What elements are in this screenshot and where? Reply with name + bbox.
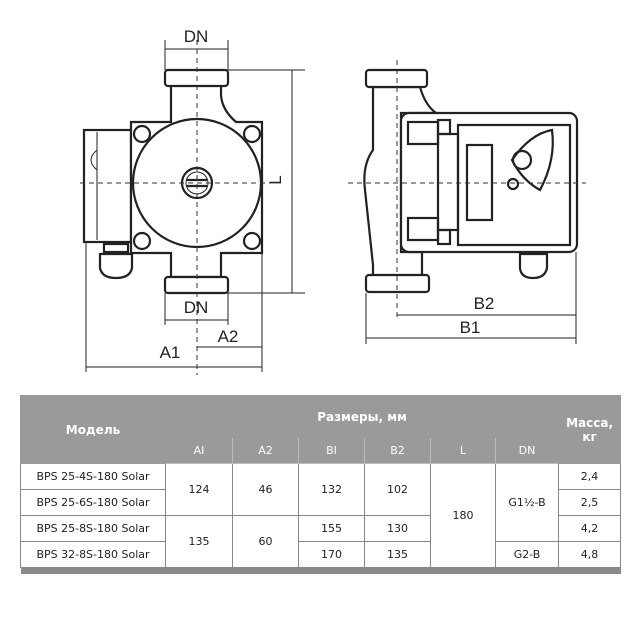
mass-cell: 2,5 — [558, 489, 622, 516]
dn-bottom-label: DN — [184, 298, 209, 317]
mass-cell: 4,8 — [558, 541, 622, 568]
side-view: B2 B1 — [348, 60, 586, 344]
dimensions-table: Модель Размеры, мм Масса, кг AI A2 BI B2… — [20, 395, 622, 574]
a2-cell: 46 — [232, 463, 299, 516]
col-a1: AI — [165, 437, 233, 464]
b1-cell: 132 — [298, 463, 365, 516]
col-b2: B2 — [364, 437, 431, 464]
col-dn: DN — [494, 437, 560, 464]
l-label: L — [266, 175, 285, 184]
mass-cell: 4,2 — [558, 515, 622, 542]
b2-cell: 135 — [364, 541, 431, 568]
bolt — [132, 124, 152, 144]
dn-cell: G2-B — [494, 541, 560, 568]
bolt — [242, 231, 262, 251]
bolt — [242, 124, 262, 144]
mass-cell: 2,4 — [558, 463, 622, 490]
speed-switch-icon — [510, 128, 554, 192]
control-box — [456, 123, 572, 247]
b1-cell: 170 — [298, 541, 365, 568]
l-cell: 180 — [430, 463, 496, 568]
col-l: L — [430, 437, 496, 464]
table-row: BPS 25-6S-180 Solar 2,5 — [20, 489, 622, 516]
outlet-flange-side — [364, 273, 431, 294]
b2-cell: 102 — [364, 463, 431, 516]
b1-cell: 155 — [298, 515, 365, 542]
model-cell: BPS 25-6S-180 Solar — [20, 489, 166, 516]
terminal-box — [82, 128, 133, 244]
b2-label: B2 — [474, 294, 495, 313]
model-cell: BPS 25-4S-180 Solar — [20, 463, 166, 490]
cable-gland-side — [518, 252, 549, 280]
header-mass: Масса, кг — [558, 395, 622, 464]
a2-label: A2 — [218, 327, 239, 346]
col-b1: BI — [298, 437, 365, 464]
indicator-light — [506, 177, 520, 191]
table-row: BPS 25-8S-180 Solar 135 60 155 130 4,2 — [20, 515, 622, 568]
table-footer-bar — [20, 567, 621, 574]
a2-cell: 60 — [232, 515, 299, 568]
a1-cell: 124 — [165, 463, 233, 516]
model-cell: BPS 25-8S-180 Solar — [20, 515, 166, 542]
header-model: Модель — [20, 395, 166, 464]
table-row: BPS 32-8S-180 Solar 170 135 G2-B 4,8 — [20, 541, 622, 568]
table-row: BPS 25-4S-180 Solar 124 46 132 102 180 G… — [20, 463, 622, 568]
col-a2: A2 — [232, 437, 299, 464]
b1-label: B1 — [460, 318, 481, 337]
header-dimensions: Размеры, мм — [164, 395, 560, 438]
dn-top-label: DN — [184, 27, 209, 46]
a1-label: A1 — [160, 343, 181, 362]
dn-cell: G1½-B — [494, 463, 560, 542]
front-view: DN L DN A2 A1 — [80, 27, 305, 375]
model-cell: BPS 32-8S-180 Solar — [20, 541, 166, 568]
b2-cell: 130 — [364, 515, 431, 542]
pump-dimension-drawing: DN L DN A2 A1 B2 — [80, 27, 586, 375]
cable-gland-nut — [102, 242, 130, 254]
a1-cell: 135 — [165, 515, 233, 568]
cable-gland — [98, 252, 134, 280]
bolt — [132, 231, 152, 251]
